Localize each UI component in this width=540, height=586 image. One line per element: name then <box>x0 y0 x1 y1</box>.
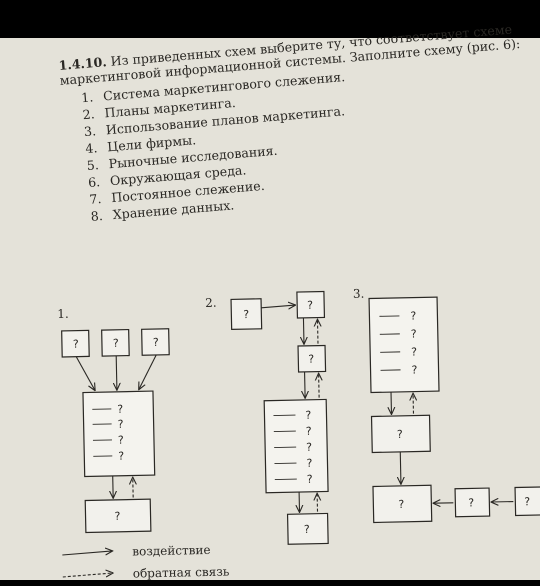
impact-arrow <box>116 356 117 390</box>
question-mark: ? <box>306 457 312 470</box>
question-mark: ? <box>306 441 312 454</box>
question-mark: ? <box>305 409 311 422</box>
diagram-2: 2. ? ? ? ? ? ? ? ? ? <box>205 291 329 545</box>
question-mark: ? <box>118 434 124 447</box>
diagram-3-top-box <box>369 297 439 392</box>
question-mark: ? <box>114 510 120 523</box>
question-mark: ? <box>397 428 403 441</box>
impact-arrow <box>261 305 295 308</box>
diagram-2-label: 2. <box>205 296 217 310</box>
question-mark: ? <box>153 336 159 349</box>
feedback-arrow <box>319 374 320 398</box>
question-mark: ? <box>398 498 404 511</box>
question-mark: ? <box>243 308 249 321</box>
question-mark: ? <box>118 450 124 463</box>
question-mark: ? <box>410 310 416 323</box>
diagram-1: 1. ? ? ? ? ? ? ? ? <box>57 305 173 533</box>
diagram-3: 3. ? ? ? ? ? ? ? ? <box>353 283 540 523</box>
impact-arrow <box>400 452 401 484</box>
question-mark: ? <box>307 299 313 312</box>
impact-arrow <box>76 356 95 390</box>
legend-feedback-arrow <box>63 573 113 577</box>
question-mark: ? <box>468 496 474 509</box>
diagram-3-label: 3. <box>353 287 365 301</box>
question-mark: ? <box>306 425 312 438</box>
question-mark: ? <box>117 403 123 416</box>
question-mark: ? <box>307 473 313 486</box>
question-mark: ? <box>524 495 530 508</box>
question-mark: ? <box>308 353 314 366</box>
legend-impact-label: воздействие <box>132 543 211 559</box>
question-mark: ? <box>411 328 417 341</box>
legend: воздействие обратная связь <box>62 543 230 582</box>
impact-arrow <box>303 318 304 344</box>
legend-feedback-label: обратная связь <box>133 565 230 581</box>
question-mark: ? <box>411 364 417 377</box>
question-mark: ? <box>73 338 79 351</box>
impact-arrow <box>305 372 306 398</box>
diagram-1-label: 1. <box>57 307 69 321</box>
impact-arrow <box>138 355 157 389</box>
question-mark: ? <box>411 346 417 359</box>
feedback-arrow <box>317 320 318 344</box>
question-mark: ? <box>117 418 123 431</box>
question-mark: ? <box>113 337 119 350</box>
question-mark: ? <box>304 523 310 536</box>
legend-impact-arrow <box>62 551 112 555</box>
